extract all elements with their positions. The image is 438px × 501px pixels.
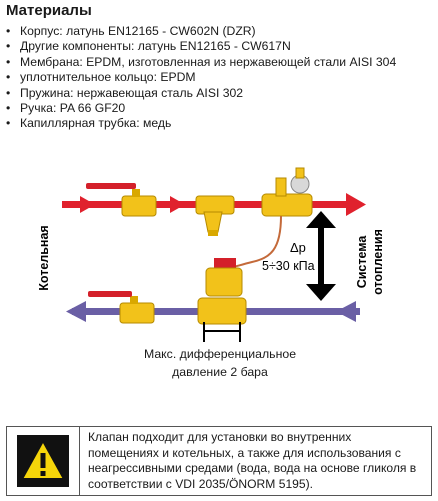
list-item: •Капиллярная трубка: медь	[6, 116, 172, 131]
notice-box: Клапан подходит для установки во внутрен…	[6, 426, 432, 496]
list-item: •уплотнительное кольцо: EPDM	[6, 70, 196, 85]
dp-arrow	[306, 211, 336, 301]
heating-system-label-2: отопления	[371, 229, 385, 295]
caption-line: Макс. дифференциальное	[143, 347, 297, 361]
warning-icon	[7, 427, 80, 495]
heating-system-label-1: Система	[355, 235, 369, 289]
ball-valve-supply	[86, 183, 157, 217]
list-item: •Другие компоненты: латунь EN12165 - CW6…	[6, 39, 291, 54]
list-item: •Мембрана: EPDM, изготовленная из нержав…	[6, 54, 397, 69]
installation-diagram: Δp 5÷30 кПа Котельная Система отопления	[37, 167, 385, 342]
dp-symbol: Δp	[290, 240, 306, 255]
dimension-marker	[203, 322, 241, 342]
dp-range: 5÷30 кПа	[262, 259, 315, 273]
notice-text: Клапан подходит для установки во внутрен…	[88, 430, 417, 491]
boiler-room-label: Котельная	[37, 225, 51, 290]
list-item: •Ручка: PA 66 GF20	[6, 101, 126, 116]
strainer	[195, 195, 235, 236]
ball-valve-return	[88, 291, 155, 324]
materials-heading: Материалы	[6, 2, 92, 19]
dp-controller	[197, 258, 247, 325]
partner-valve	[261, 167, 313, 217]
list-item: •Корпус: латунь EN12165 - CW602N (DZR)	[6, 24, 256, 38]
materials-list: •Корпус: латунь EN12165 - CW602N (DZR) •…	[6, 24, 396, 132]
caption-line: давление 2 бара	[172, 365, 268, 379]
list-item: •Пружина: нержавеющая сталь AISI 302	[6, 85, 244, 100]
diagram-caption: Макс. дифференциальное давление 2 бара	[120, 345, 320, 381]
